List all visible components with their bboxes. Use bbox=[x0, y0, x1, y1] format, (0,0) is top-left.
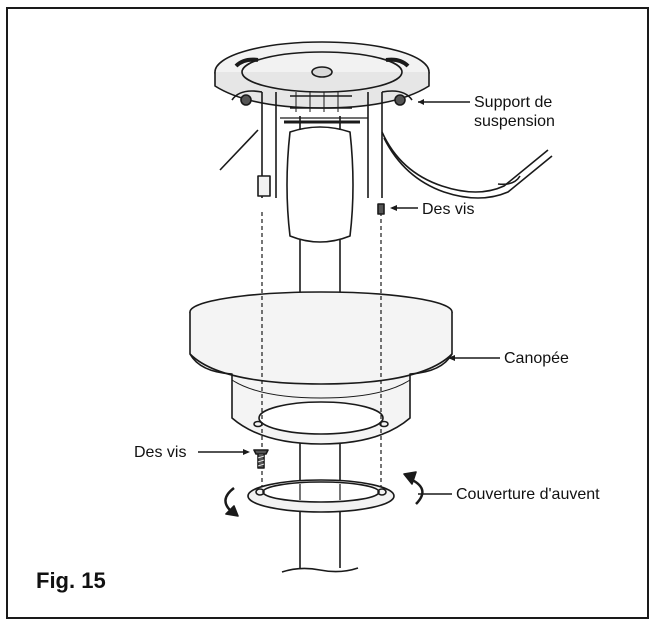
figure-caption: Fig. 15 bbox=[36, 568, 106, 593]
pointer-line-left bbox=[219, 129, 259, 171]
label-screws-top: Des vis bbox=[422, 201, 475, 218]
canopy bbox=[189, 291, 453, 445]
figure-frame bbox=[6, 7, 649, 619]
label-canopy-cover: Couverture d'auvent bbox=[456, 486, 600, 503]
hanger-ball bbox=[280, 116, 368, 243]
label-canopy: Canopée bbox=[504, 350, 569, 367]
label-screws-bottom: Des vis bbox=[134, 444, 187, 461]
screw-bottom bbox=[253, 449, 269, 469]
canopy-cover-ring bbox=[247, 479, 395, 513]
safety-cable bbox=[381, 131, 553, 199]
label-mounting-bracket-line2: suspension bbox=[474, 113, 555, 130]
label-mounting-bracket: Support de suspension bbox=[474, 93, 555, 131]
rotation-arrow-left bbox=[224, 487, 239, 517]
screw-top bbox=[377, 203, 385, 215]
mounting-bracket bbox=[214, 41, 430, 198]
leader-lines bbox=[198, 101, 500, 495]
label-mounting-bracket-line1: Support de bbox=[474, 94, 553, 111]
rotation-arrow-right bbox=[403, 471, 424, 505]
